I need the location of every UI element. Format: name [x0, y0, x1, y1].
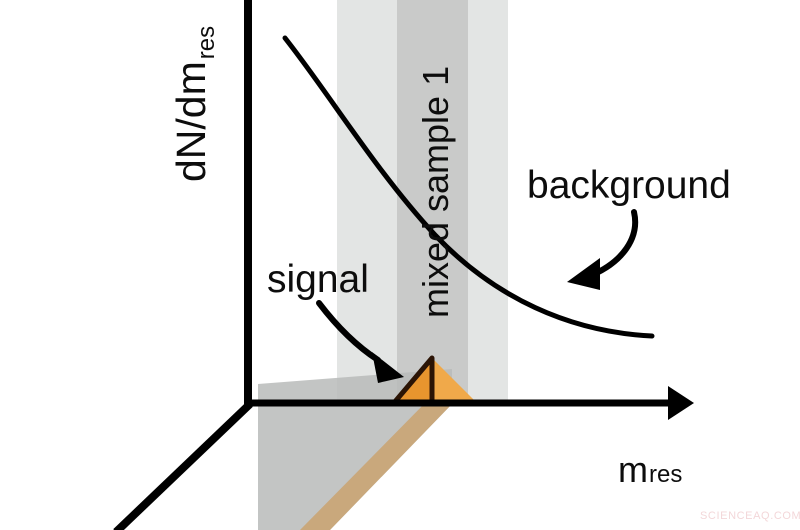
z-axis-depth-line	[113, 401, 253, 530]
y-axis-label: dN/dm	[168, 61, 214, 182]
background-label: background	[527, 164, 731, 207]
signal-peak-right-face	[432, 358, 478, 404]
signal-annotation-arrow	[316, 300, 381, 363]
background-annotation-arrowhead	[567, 258, 600, 290]
background-decay-curve	[282, 35, 655, 339]
y-axis-label-subscript: res	[193, 26, 220, 59]
axes-group	[113, 0, 694, 530]
shaded-band-group	[337, 0, 508, 404]
x-axis-arrowhead	[668, 386, 694, 420]
x-axis-label-group: m res	[618, 449, 682, 490]
mixed-sample-label-group: mixed sample 1	[415, 66, 456, 318]
signal-peak-outline-left	[390, 355, 435, 407]
signal-label: signal	[267, 258, 369, 301]
outer-band-right	[468, 0, 508, 404]
mixed-sample-label: mixed sample 1	[415, 66, 456, 318]
annotation-arrow-group	[316, 209, 639, 383]
x-axis-label-subscript: res	[649, 461, 682, 488]
watermark: SCIENCEAQ.COM	[700, 510, 800, 522]
x-axis-label: m	[618, 449, 648, 490]
outer-band-left	[337, 0, 397, 404]
background-annotation-arrow	[589, 209, 639, 278]
signal-annotation-arrowhead	[372, 352, 404, 383]
signal-projection-strip	[300, 398, 452, 530]
y-axis-label-group: dN/dm res	[168, 26, 220, 182]
